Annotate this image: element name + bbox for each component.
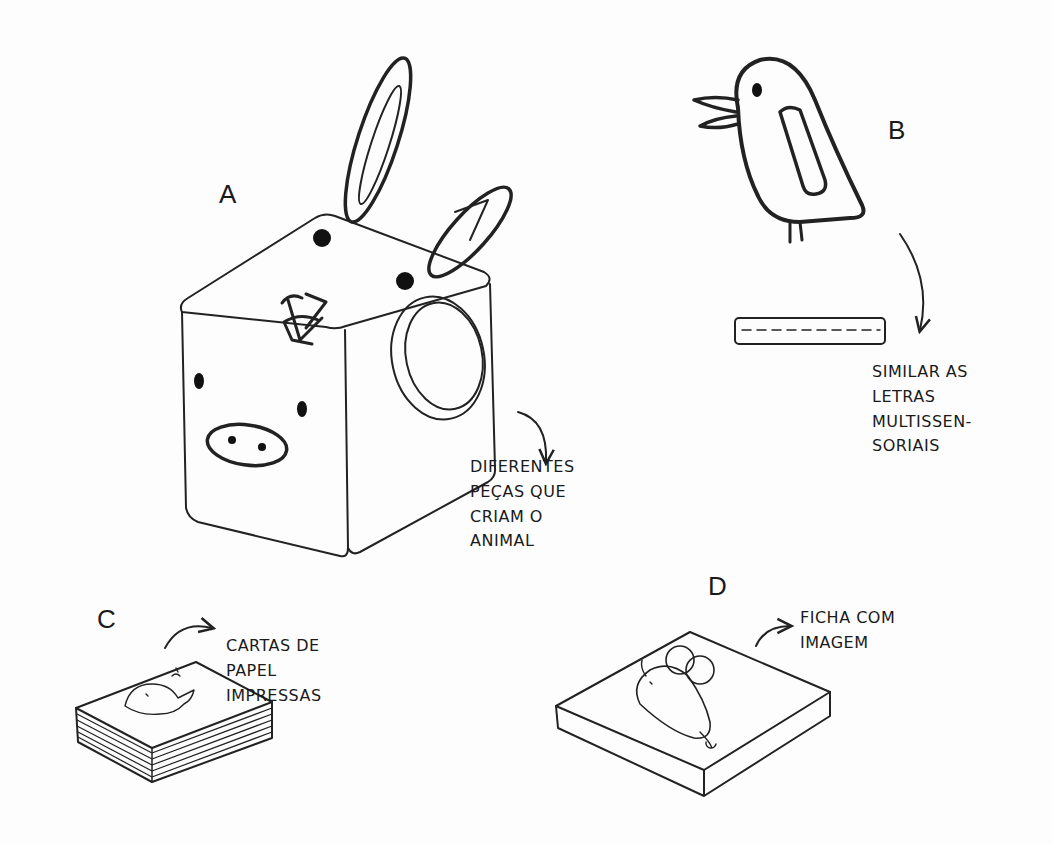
animal-cube (181, 52, 546, 556)
figure-letter: B (888, 116, 905, 145)
handwritten-note: SIMILAR AS LETRAS MULTISSEN- SORIAIS (872, 360, 1004, 459)
figure-letter: A (219, 180, 236, 209)
bird-piece (694, 59, 923, 344)
handwritten-note: FICHA COM IMAGEM (800, 606, 926, 656)
handwritten-note: DIFERENTES PEÇAS QUE CRIAM O ANIMAL (470, 455, 596, 554)
image-tile (556, 626, 830, 796)
figure-letter: D (708, 572, 727, 601)
figure-letter: C (97, 605, 116, 634)
handwritten-note: CARTAS DE PAPEL IMPRESSAS (226, 634, 350, 708)
